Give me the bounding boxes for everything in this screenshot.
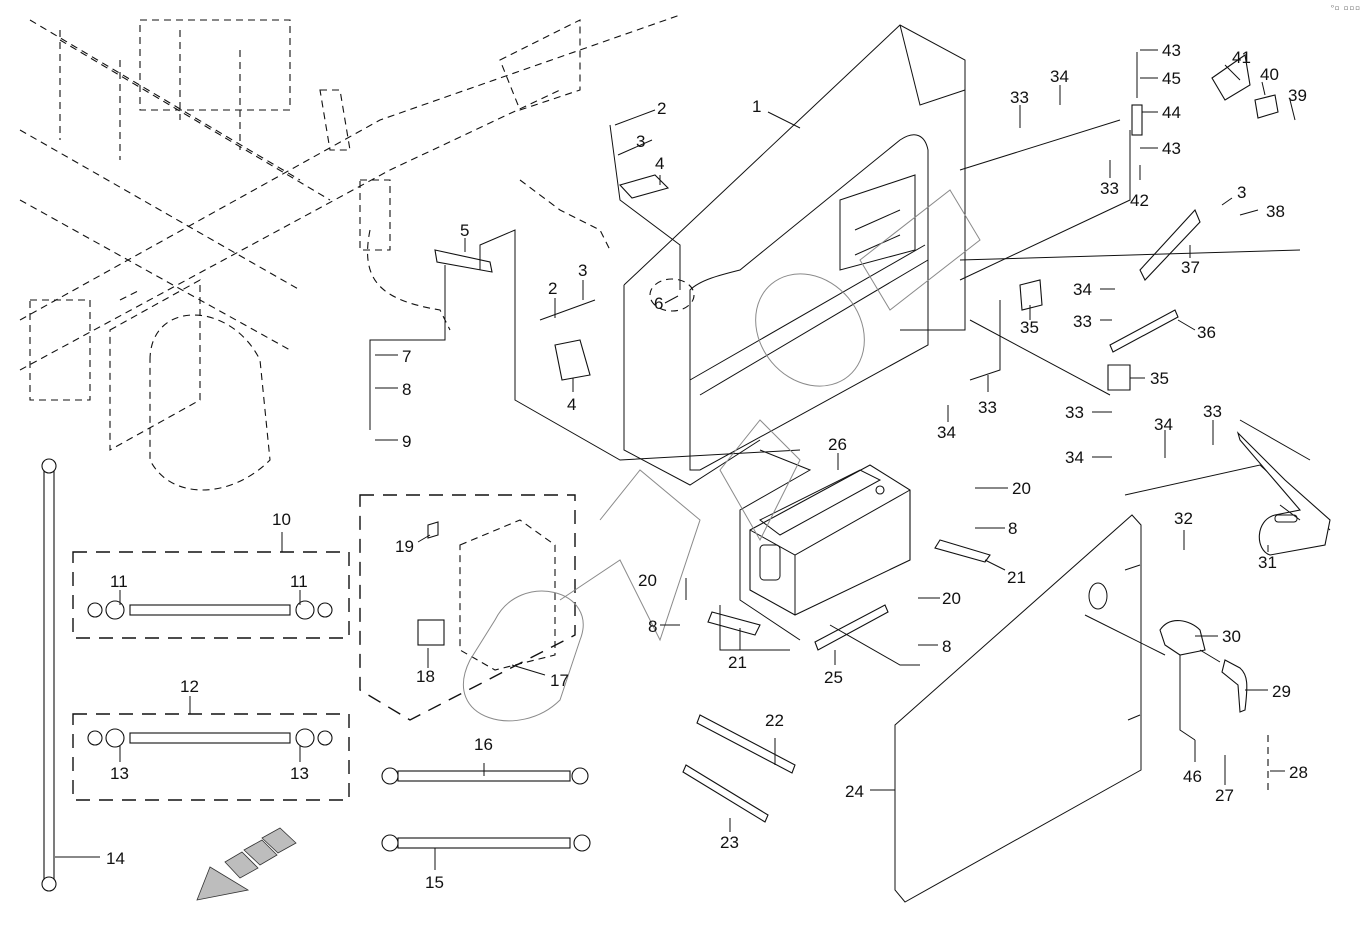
callout-11: 11 xyxy=(110,572,128,591)
callout-21: 21 xyxy=(1007,568,1026,587)
callout-9: 9 xyxy=(402,432,411,451)
callout-27: 27 xyxy=(1215,786,1234,805)
callout-8: 8 xyxy=(402,380,411,399)
callout-20: 20 xyxy=(1012,479,1031,498)
callout-23: 23 xyxy=(720,833,739,852)
hold-down-brackets xyxy=(707,449,991,666)
callout-38: 38 xyxy=(1266,202,1285,221)
callout-2: 2 xyxy=(657,99,666,118)
battery-box xyxy=(623,24,966,486)
callout-20: 20 xyxy=(638,571,657,590)
callout-40: 40 xyxy=(1260,65,1279,84)
callout-12: 12 xyxy=(180,677,199,696)
relay-box-group xyxy=(359,494,576,721)
callout-30: 30 xyxy=(1222,627,1241,646)
cable-groups xyxy=(41,458,591,892)
cable-14 xyxy=(41,458,57,892)
callout-37: 37 xyxy=(1181,258,1200,277)
callout-1: 1 xyxy=(752,97,761,116)
callout-26: 26 xyxy=(828,435,847,454)
callout-11: 11 xyxy=(290,572,308,591)
callout-33: 33 xyxy=(1010,88,1029,107)
callout-42: 42 xyxy=(1130,191,1149,210)
callout-7: 7 xyxy=(402,347,411,366)
callout-13: 13 xyxy=(290,764,309,783)
callout-20: 20 xyxy=(942,589,961,608)
callout-29: 29 xyxy=(1272,682,1291,701)
callout-3: 3 xyxy=(636,132,645,151)
callout-35: 35 xyxy=(1020,318,1039,337)
callout-21: 21 xyxy=(728,653,747,672)
callout-22: 22 xyxy=(765,711,784,730)
strap-and-spacers xyxy=(969,279,1179,396)
callout-34: 34 xyxy=(1065,448,1084,467)
callout-5: 5 xyxy=(460,221,469,240)
callout-35: 35 xyxy=(1150,369,1169,388)
callout-41: 41 xyxy=(1232,48,1251,67)
callout-19: 19 xyxy=(395,537,414,556)
leader-lines xyxy=(55,49,1296,870)
front-direction-arrow xyxy=(196,827,297,901)
callout-45: 45 xyxy=(1162,69,1181,88)
hinge-and-latch-hardware xyxy=(959,52,1301,281)
callout-2: 2 xyxy=(548,279,557,298)
callout-34: 34 xyxy=(1073,280,1092,299)
callout-39: 39 xyxy=(1288,86,1307,105)
cable-15 xyxy=(381,834,591,852)
cable-16 xyxy=(381,767,589,785)
callout-4: 4 xyxy=(567,395,576,414)
callout-34: 34 xyxy=(937,423,956,442)
callout-17: 17 xyxy=(550,671,569,690)
callout-34: 34 xyxy=(1050,67,1069,86)
callout-44: 44 xyxy=(1162,103,1181,122)
callout-25: 25 xyxy=(824,668,843,687)
callout-18: 18 xyxy=(416,667,435,686)
callout-8: 8 xyxy=(1008,519,1017,538)
corner-mark: ⁰▫ ▫▫▫ xyxy=(1330,4,1361,12)
callout-36: 36 xyxy=(1197,323,1216,342)
callout-14: 14 xyxy=(106,849,125,868)
watermark xyxy=(463,189,981,722)
callout-28: 28 xyxy=(1289,763,1308,782)
callout-labels: 1 2 3 4 5 2 3 6 4 7 8 9 10 11 11 12 13 1… xyxy=(106,41,1308,892)
callout-34: 34 xyxy=(1154,415,1173,434)
callout-46: 46 xyxy=(1183,767,1202,786)
chassis-frame xyxy=(19,14,681,491)
callout-3: 3 xyxy=(578,261,587,280)
callout-24: 24 xyxy=(845,782,864,801)
support-bracket xyxy=(1236,419,1331,556)
rubber-strips xyxy=(682,714,796,823)
callout-8: 8 xyxy=(648,617,657,636)
cable-10 xyxy=(87,600,333,620)
callout-33: 33 xyxy=(1073,312,1092,331)
small-brackets xyxy=(369,124,801,461)
callout-43: 43 xyxy=(1162,41,1181,60)
disconnect-switch xyxy=(1159,620,1248,741)
callout-13: 13 xyxy=(110,764,129,783)
callout-10: 10 xyxy=(272,510,291,529)
callout-4: 4 xyxy=(655,154,664,173)
callout-15: 15 xyxy=(425,873,444,892)
callout-3: 3 xyxy=(1237,183,1246,202)
battery xyxy=(749,464,911,616)
callout-8: 8 xyxy=(942,637,951,656)
callout-33: 33 xyxy=(1100,179,1119,198)
cable-12 xyxy=(87,728,333,748)
callout-33: 33 xyxy=(1203,402,1222,421)
callout-43: 43 xyxy=(1162,139,1181,158)
callout-33: 33 xyxy=(1065,403,1084,422)
callout-16: 16 xyxy=(474,735,493,754)
callout-31: 31 xyxy=(1258,553,1277,572)
callout-32: 32 xyxy=(1174,509,1193,528)
callout-6: 6 xyxy=(654,294,663,313)
callout-33: 33 xyxy=(978,398,997,417)
cover xyxy=(894,464,1331,903)
